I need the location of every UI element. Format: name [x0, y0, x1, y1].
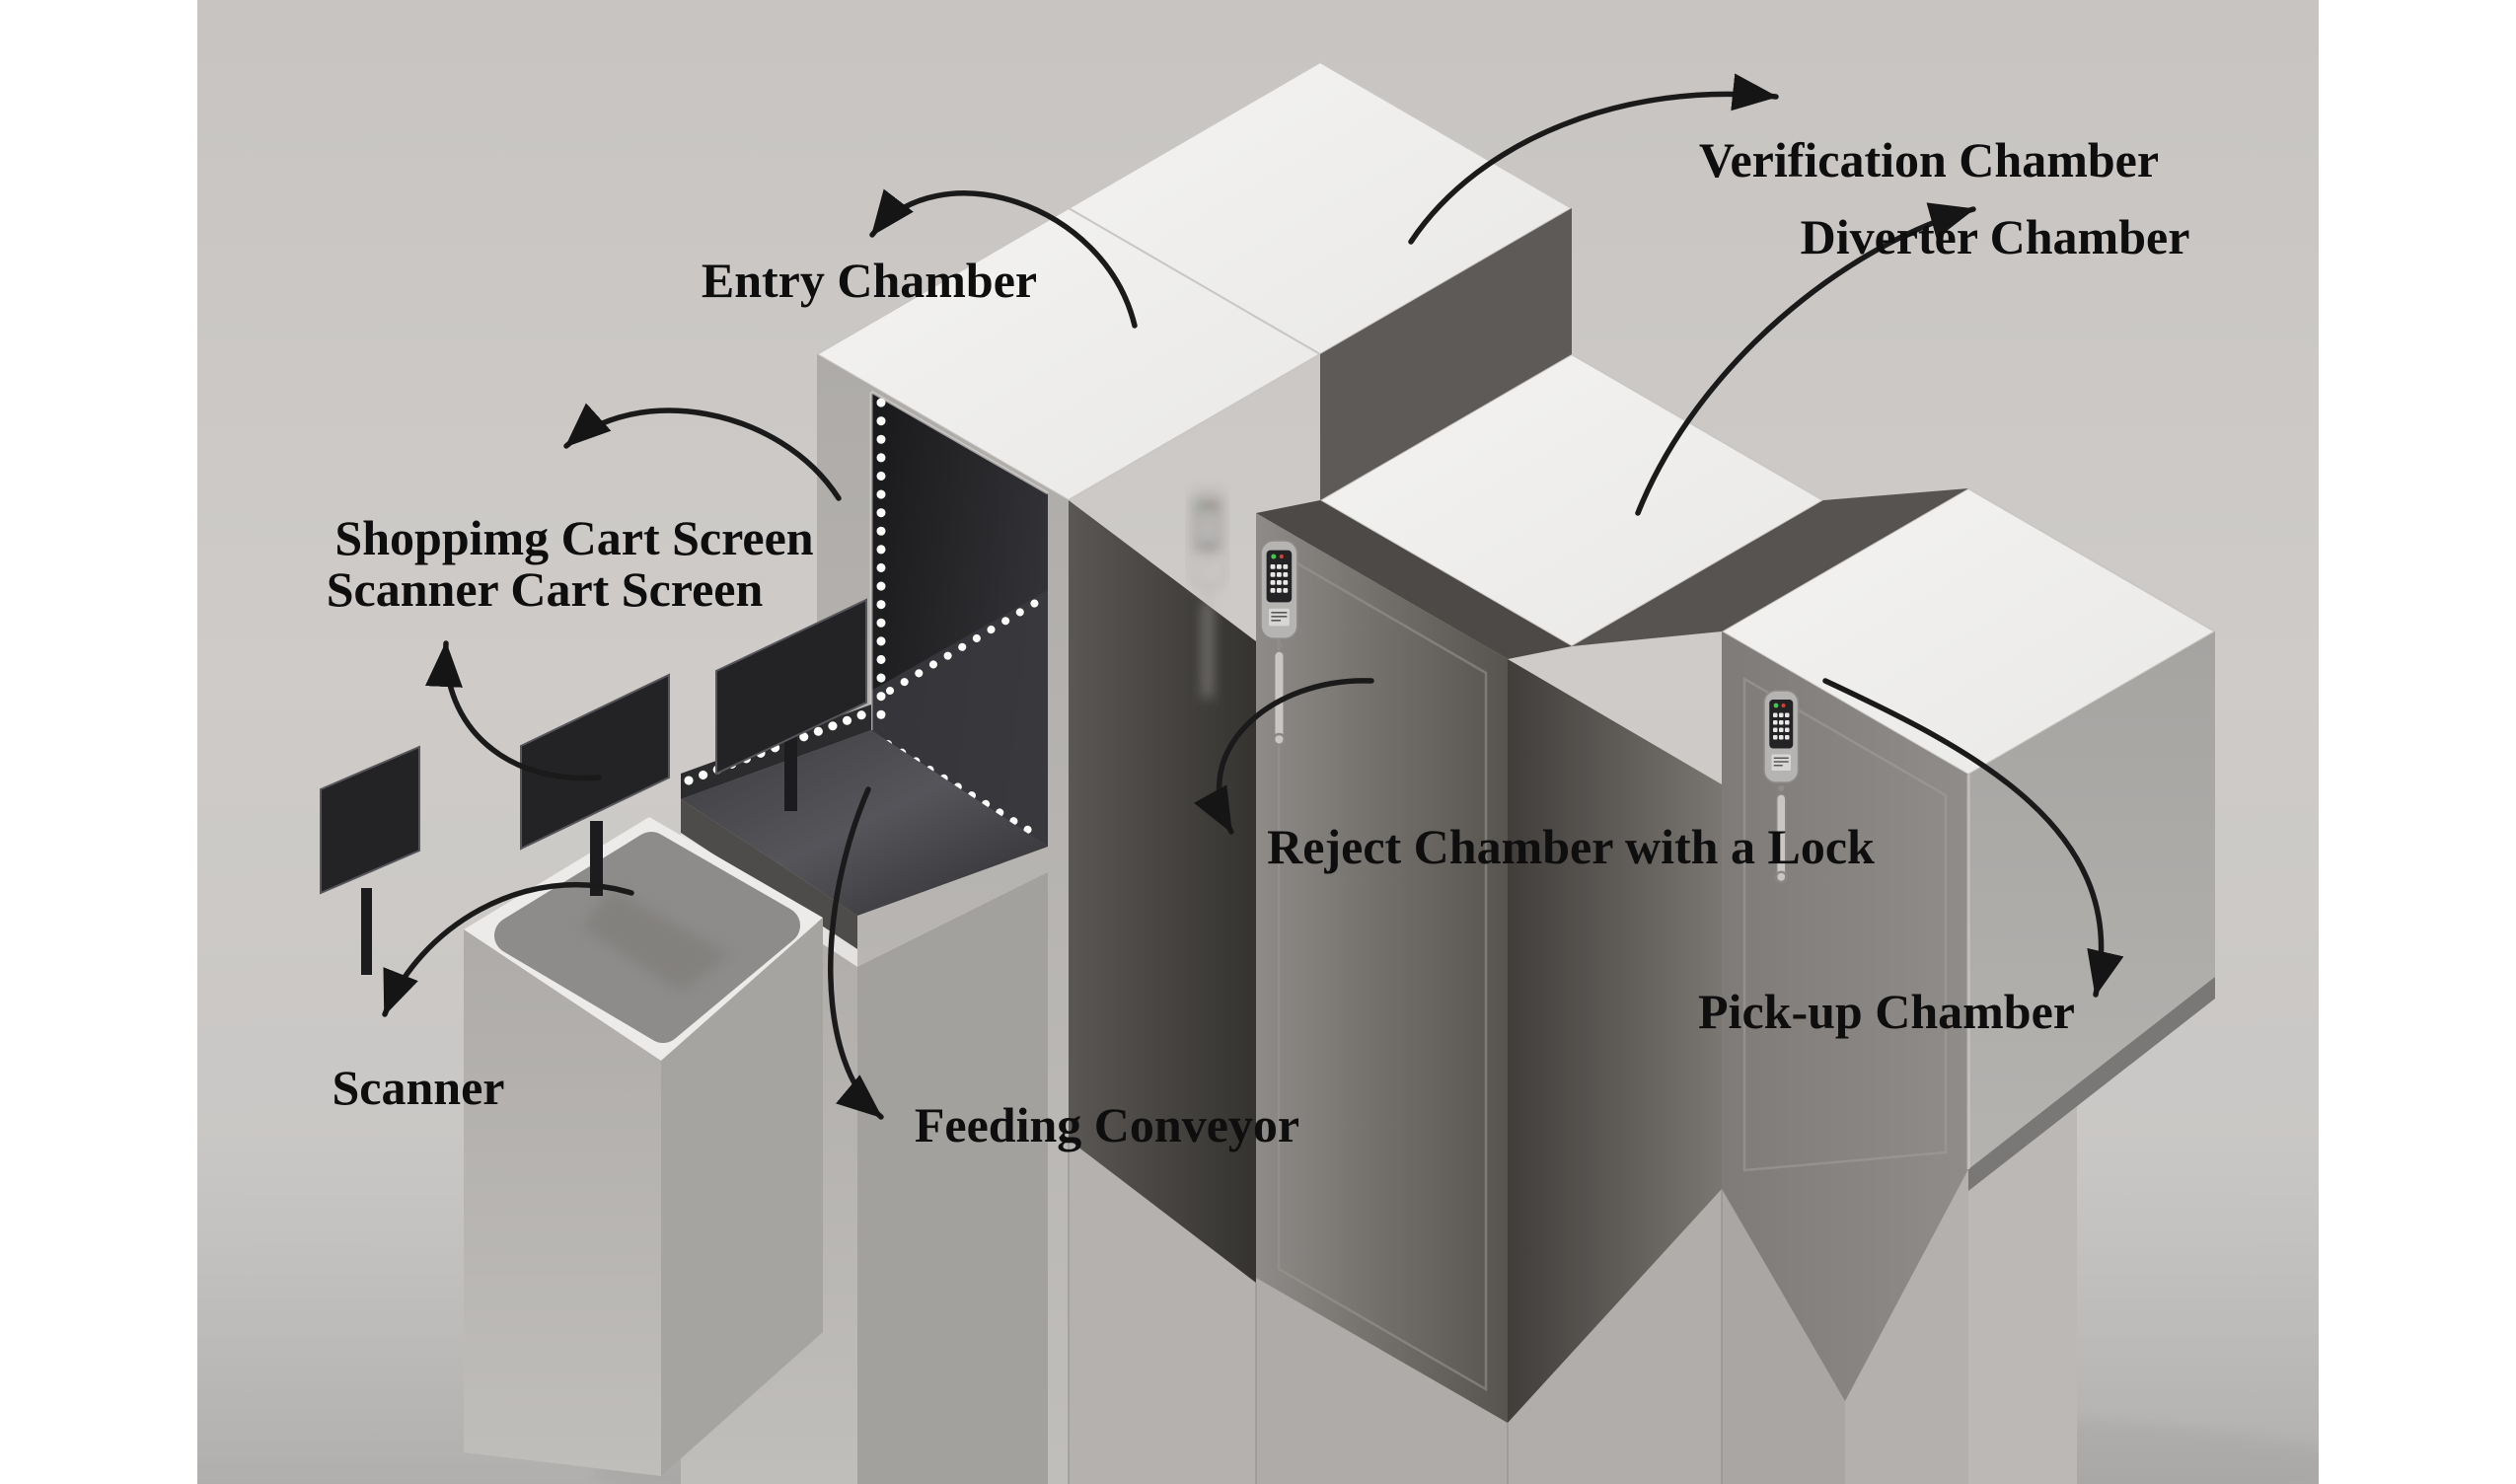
arrow-shopping-cart-screen: [563, 403, 842, 501]
label-diverter-chamber: Diverter Chamber: [1801, 209, 2190, 264]
label-scanner: Scanner: [333, 1060, 505, 1115]
reject-door-frame: [1277, 550, 1488, 1392]
arrow-scanner-cart-screen: [425, 640, 602, 781]
shopping-cart-screen-panel: [715, 598, 867, 776]
pickup-underside-edge: [1968, 977, 2215, 1191]
label-pickup-chamber: Pick-up Chamber: [1698, 984, 2075, 1039]
scanner-cart-screen-post: [590, 821, 603, 896]
pillar-below-diverter: [1508, 1189, 1722, 1484]
pickup-door-frame: [1742, 676, 1948, 1172]
screens-group: [320, 598, 867, 975]
feeding-pillar-side: [857, 872, 1048, 1484]
arrow-pickup-chamber: [1822, 678, 2124, 998]
label-verification-chamber: Verification Chamber: [1699, 132, 2159, 187]
scanner-pedestal-side: [661, 918, 823, 1476]
pillar-below-pickup: [1845, 1169, 1968, 1484]
pickup-side-face: [1968, 631, 2215, 1169]
label-scanner-cart-screen: Scanner Cart Screen: [327, 561, 764, 617]
label-entry-chamber: Entry Chamber: [702, 253, 1037, 308]
side-screen-post: [361, 888, 372, 975]
pillar-below-pickup-side: [1968, 1105, 2077, 1484]
led-strip-floor: [886, 595, 1046, 695]
scanner-cart-screen-panel: [520, 673, 670, 851]
diverter-front-face: [1508, 659, 1722, 1423]
conveyor-front-lip: [681, 799, 857, 949]
entry-chamber-floor: [871, 590, 1048, 847]
arrow-entry-chamber: [869, 188, 1138, 329]
left-margin: [0, 0, 197, 1484]
roof-step-face-2: [1572, 488, 1968, 646]
side-screen-panel: [320, 745, 420, 895]
pillar-below-reject: [1256, 1278, 1508, 1484]
pillar-below-pickup-left: [1722, 1189, 1845, 1484]
arrow-scanner: [382, 881, 634, 1017]
arrow-feeding-conveyor: [828, 786, 884, 1120]
arrow-verification-chamber: [1408, 73, 1779, 245]
right-margin: [2319, 0, 2516, 1484]
roof-eave-shadow: [1256, 500, 1572, 659]
arrow-diverter-chamber: [1635, 202, 1976, 516]
label-feeding-conveyor: Feeding Conveyor: [915, 1097, 1299, 1152]
scanner-surface-reflection: [582, 888, 730, 992]
feeding-conveyor-tray: [681, 730, 1048, 916]
shopping-cart-screen-post: [784, 732, 797, 811]
roof-step-face-1: [1320, 208, 1572, 500]
pillar-below-corner: [1069, 1140, 1256, 1484]
scanner-pedestal-front: [464, 929, 661, 1476]
arrow-reject-chamber: [1194, 678, 1374, 835]
opening-top-edge: [870, 390, 1049, 495]
label-shopping-cart-screen: Shoppimg Cart Screen: [334, 510, 813, 565]
label-reject-chamber: Reject Chamber with a Lock: [1267, 819, 1875, 874]
reject-chamber-door: [1256, 513, 1508, 1423]
